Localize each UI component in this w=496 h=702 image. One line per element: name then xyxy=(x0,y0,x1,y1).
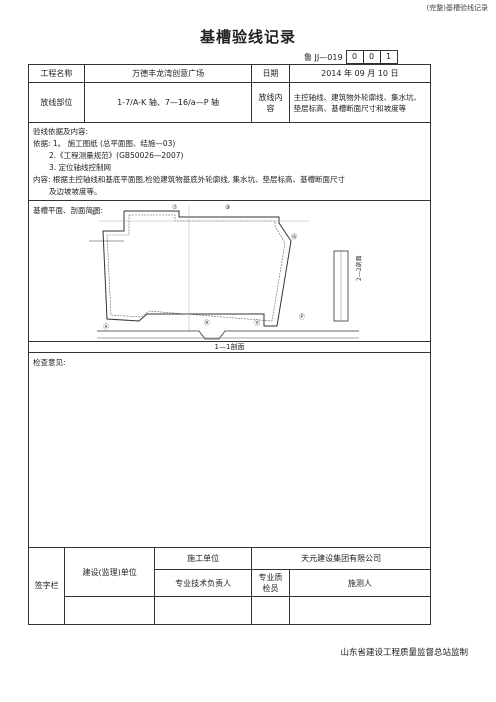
axis-label: ⑦ xyxy=(172,204,178,211)
form-code-label: 鲁 JJ—019 xyxy=(304,52,343,62)
axis-label: ① xyxy=(91,210,96,217)
basis-line: 依据: 1。 施工图纸 (总平面图、结施—03) xyxy=(33,139,176,148)
surveyor-signature-cell xyxy=(288,596,432,625)
basis-line: 内容: 根据主控轴线和基底平面图,检验建筑物基底外轮廓线, 集水坑、垫层标高、基… xyxy=(33,175,346,184)
basis-section: 验线依据及内容: 依据: 1。 施工图纸 (总平面图、结施—03) 2.《工程测… xyxy=(28,122,431,201)
basis-line: 2.《工程测量规范》(GB50026—2007) xyxy=(49,151,184,160)
axis-label: Ⓟ xyxy=(299,313,305,321)
signature-column-label: 签字栏 xyxy=(27,547,66,625)
content-value: 主控轴线、建筑物外轮廓线、集水坑、垫层标高、基槽断面尺寸和坡度等 xyxy=(288,82,432,123)
form-code-box: 1 xyxy=(379,50,398,64)
plan-outline xyxy=(102,210,292,327)
axis-label: Ⓐ xyxy=(103,323,109,331)
basis-line: 3. 定位轴线控制网 xyxy=(49,163,112,172)
date-label: 日期 xyxy=(251,64,290,83)
owner-unit-label: 建设(监理)单位 xyxy=(64,547,156,597)
quality-inspector-label: 专业质检员 xyxy=(251,569,290,597)
tech-lead-label: 专业技术负责人 xyxy=(154,569,253,597)
contractor-label: 施工单位 xyxy=(154,547,253,570)
project-name-value: 万德丰龙湾创意广场 xyxy=(83,64,253,83)
axis-label: ⑪ xyxy=(254,319,260,327)
owner-signature-cell xyxy=(64,596,156,625)
section-1-1 xyxy=(97,330,359,340)
quality-inspector-signature-cell xyxy=(251,596,290,625)
page-title: 基槽验线记录 xyxy=(199,28,296,46)
opinion-label: 检查意见: xyxy=(33,358,66,367)
contractor-value: 天元建设集团有限公司 xyxy=(251,547,431,570)
position-label: 放线部位 xyxy=(28,82,85,123)
opinion-section: 检查意见: xyxy=(28,352,431,548)
axis-label: Ⓚ xyxy=(204,319,210,327)
form-code-box: 0 xyxy=(362,50,381,64)
basis-heading: 验线依据及内容: xyxy=(33,127,89,136)
plan-inner xyxy=(106,214,286,322)
surveyor-label: 施测人 xyxy=(288,569,432,597)
tech-lead-signature-cell xyxy=(154,596,253,625)
project-name-label: 工程名称 xyxy=(28,64,85,83)
section-1-label: 1—1剖面 xyxy=(28,341,431,353)
section-2-label: 2—2剖面 xyxy=(355,255,363,281)
basis-line: 及边坡坡度等。 xyxy=(49,187,102,196)
footer-issuer: 山东省建设工程质量监督总站监制 xyxy=(340,648,468,658)
date-value: 2014 年 09 月 10 日 xyxy=(288,64,432,83)
drawing-caption: 基槽平面、剖面简图: xyxy=(33,206,104,215)
foundation-drawing: ① ⑦ ⑨ ⑯ Ⓐ Ⓟ Ⓚ ⑪ 2—2剖面 xyxy=(89,204,363,340)
position-value: 1-7/A-K 轴、7—16/a—P 轴 xyxy=(83,82,253,123)
content-label: 放线内容 xyxy=(251,82,290,123)
axis-label: ⑨ xyxy=(225,204,230,211)
drawing-section: 基槽平面、剖面简图: ① ⑦ ⑨ ⑯ Ⓐ Ⓟ Ⓚ ⑪ 2—2剖面 xyxy=(28,200,431,342)
document-header: (完整)基槽验线记录 xyxy=(426,4,488,12)
form-code-box: 0 xyxy=(345,50,364,64)
inspection-form: 工程名称 万德丰龙湾创意广场 日期 2014 年 09 月 10 日 放线部位 … xyxy=(27,64,432,625)
axis-label: ⑯ xyxy=(291,233,297,241)
form-code: 鲁 JJ—019 0 0 1 xyxy=(304,50,398,64)
